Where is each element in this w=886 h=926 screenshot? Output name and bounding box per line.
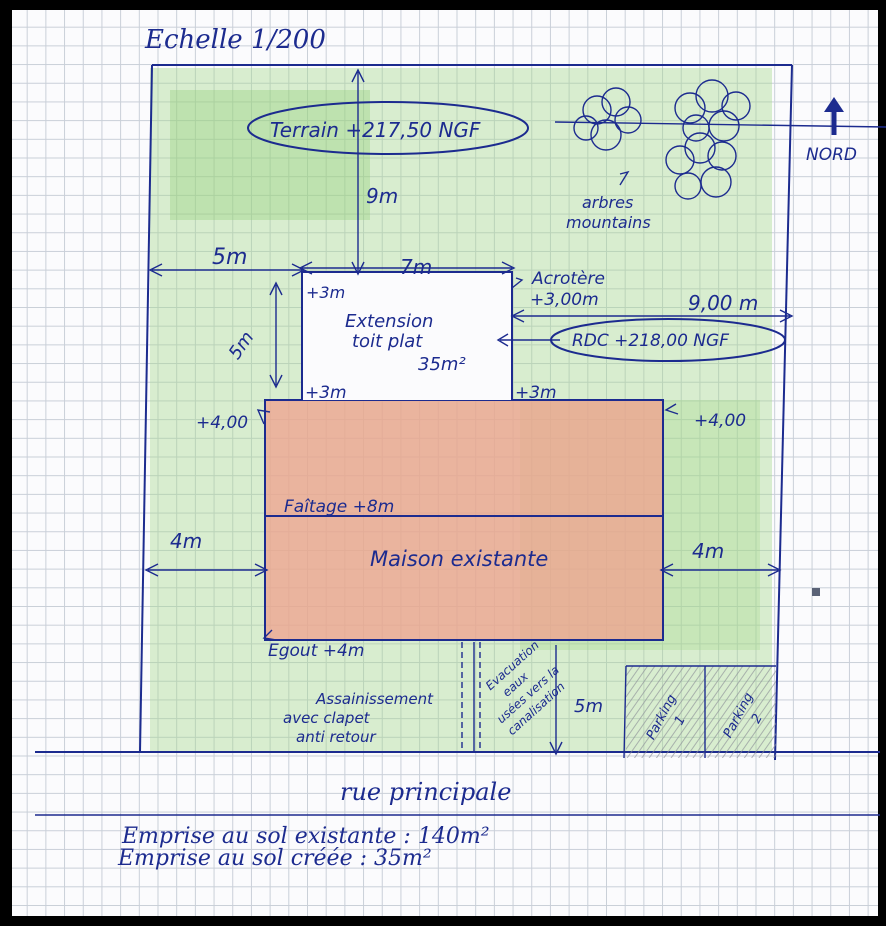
dim-7m-label: 7m <box>400 255 432 279</box>
mark-3m-bottom-right: +3m <box>515 383 557 403</box>
assainissement-clapet-label: avec clapet <box>283 709 371 727</box>
existing-house <box>264 399 664 641</box>
extension-block <box>301 271 513 400</box>
dim-4m-right-label: 4m <box>692 539 724 563</box>
dim-9-00m-label: 9,00 m <box>688 291 758 315</box>
parking-spaces <box>623 665 776 759</box>
extension-roof-label: toit plat <box>352 331 423 352</box>
dim-9m-label: 9m <box>366 184 398 208</box>
extension-area-label: 35m² <box>418 354 466 375</box>
dim-5m-bottom-label: 5m <box>574 696 603 717</box>
mark-400-left: +4,00 <box>196 413 248 433</box>
terrain-label: Terrain +217,50 NGF <box>270 118 481 142</box>
scale-label: Echelle 1/200 <box>144 25 326 55</box>
dim-5m-left-label: 5m <box>212 245 247 270</box>
emprise-creee-label: Emprise au sol créée : 35m² <box>117 846 432 871</box>
trees-label-2: mountains <box>566 213 651 232</box>
maison-label: Maison existante <box>370 547 548 571</box>
north-arrow-icon <box>824 97 844 135</box>
faitage-label: Faîtage +8m <box>284 497 394 517</box>
egout-label: Egout +4m <box>268 641 364 661</box>
mountain-trees-icon <box>573 79 751 200</box>
terrain-level-ellipse <box>247 101 529 155</box>
street-label: rue principale <box>340 778 511 806</box>
mark-3m-bottom-left: +3m <box>305 383 347 403</box>
north-label: NORD <box>806 145 857 165</box>
dimension-lines <box>144 68 886 756</box>
trees-label-1: arbres <box>582 193 633 212</box>
mark-3m-top-left: +3m <box>306 283 345 302</box>
assainissement-retour-label: anti retour <box>296 728 376 746</box>
rdc-level-ellipse <box>550 318 786 362</box>
acrotere-height-label: +3,00m <box>530 290 599 310</box>
mark-400-right: +4,00 <box>694 411 746 431</box>
sewer-lines <box>461 642 481 752</box>
emprise-existante-label: Emprise au sol existante : 140m² <box>121 824 490 849</box>
dim-4m-left-label: 4m <box>170 529 202 553</box>
acrotere-label: Acrotère <box>531 269 605 289</box>
assainissement-label: Assainissement <box>315 690 434 708</box>
paper-mark <box>812 588 820 596</box>
rdc-label: RDC +218,00 NGF <box>572 331 729 351</box>
extension-label: Extension <box>345 311 433 332</box>
